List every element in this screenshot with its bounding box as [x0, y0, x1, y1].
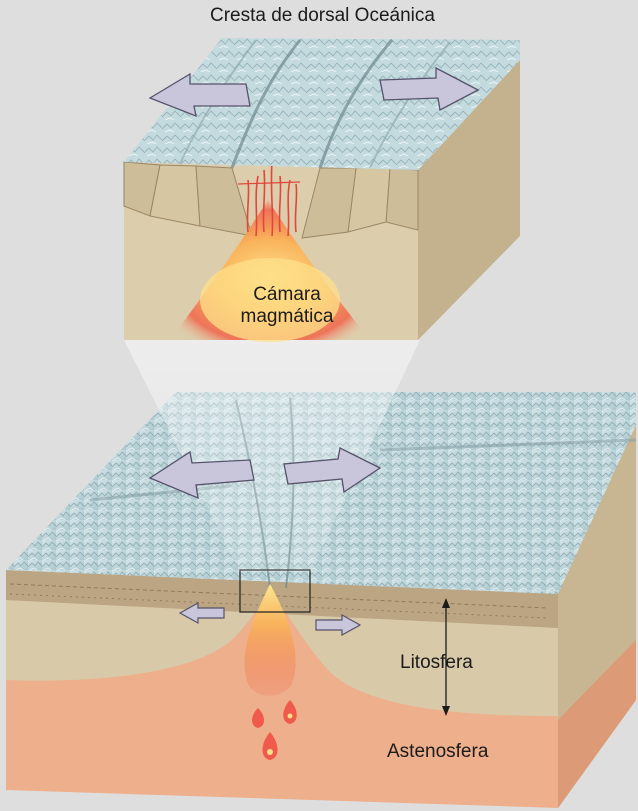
lithosphere-label: Litosfera	[400, 652, 473, 674]
magma-chamber-label-line1: Cámara	[222, 284, 352, 306]
ridge-title: Cresta de dorsal Oceánica	[210, 5, 435, 27]
magma-chamber-label-line2: magmática	[222, 306, 352, 328]
magma-chamber-label: Cámara magmática	[222, 284, 352, 328]
asthenosphere-label: Astenosfera	[387, 741, 488, 763]
